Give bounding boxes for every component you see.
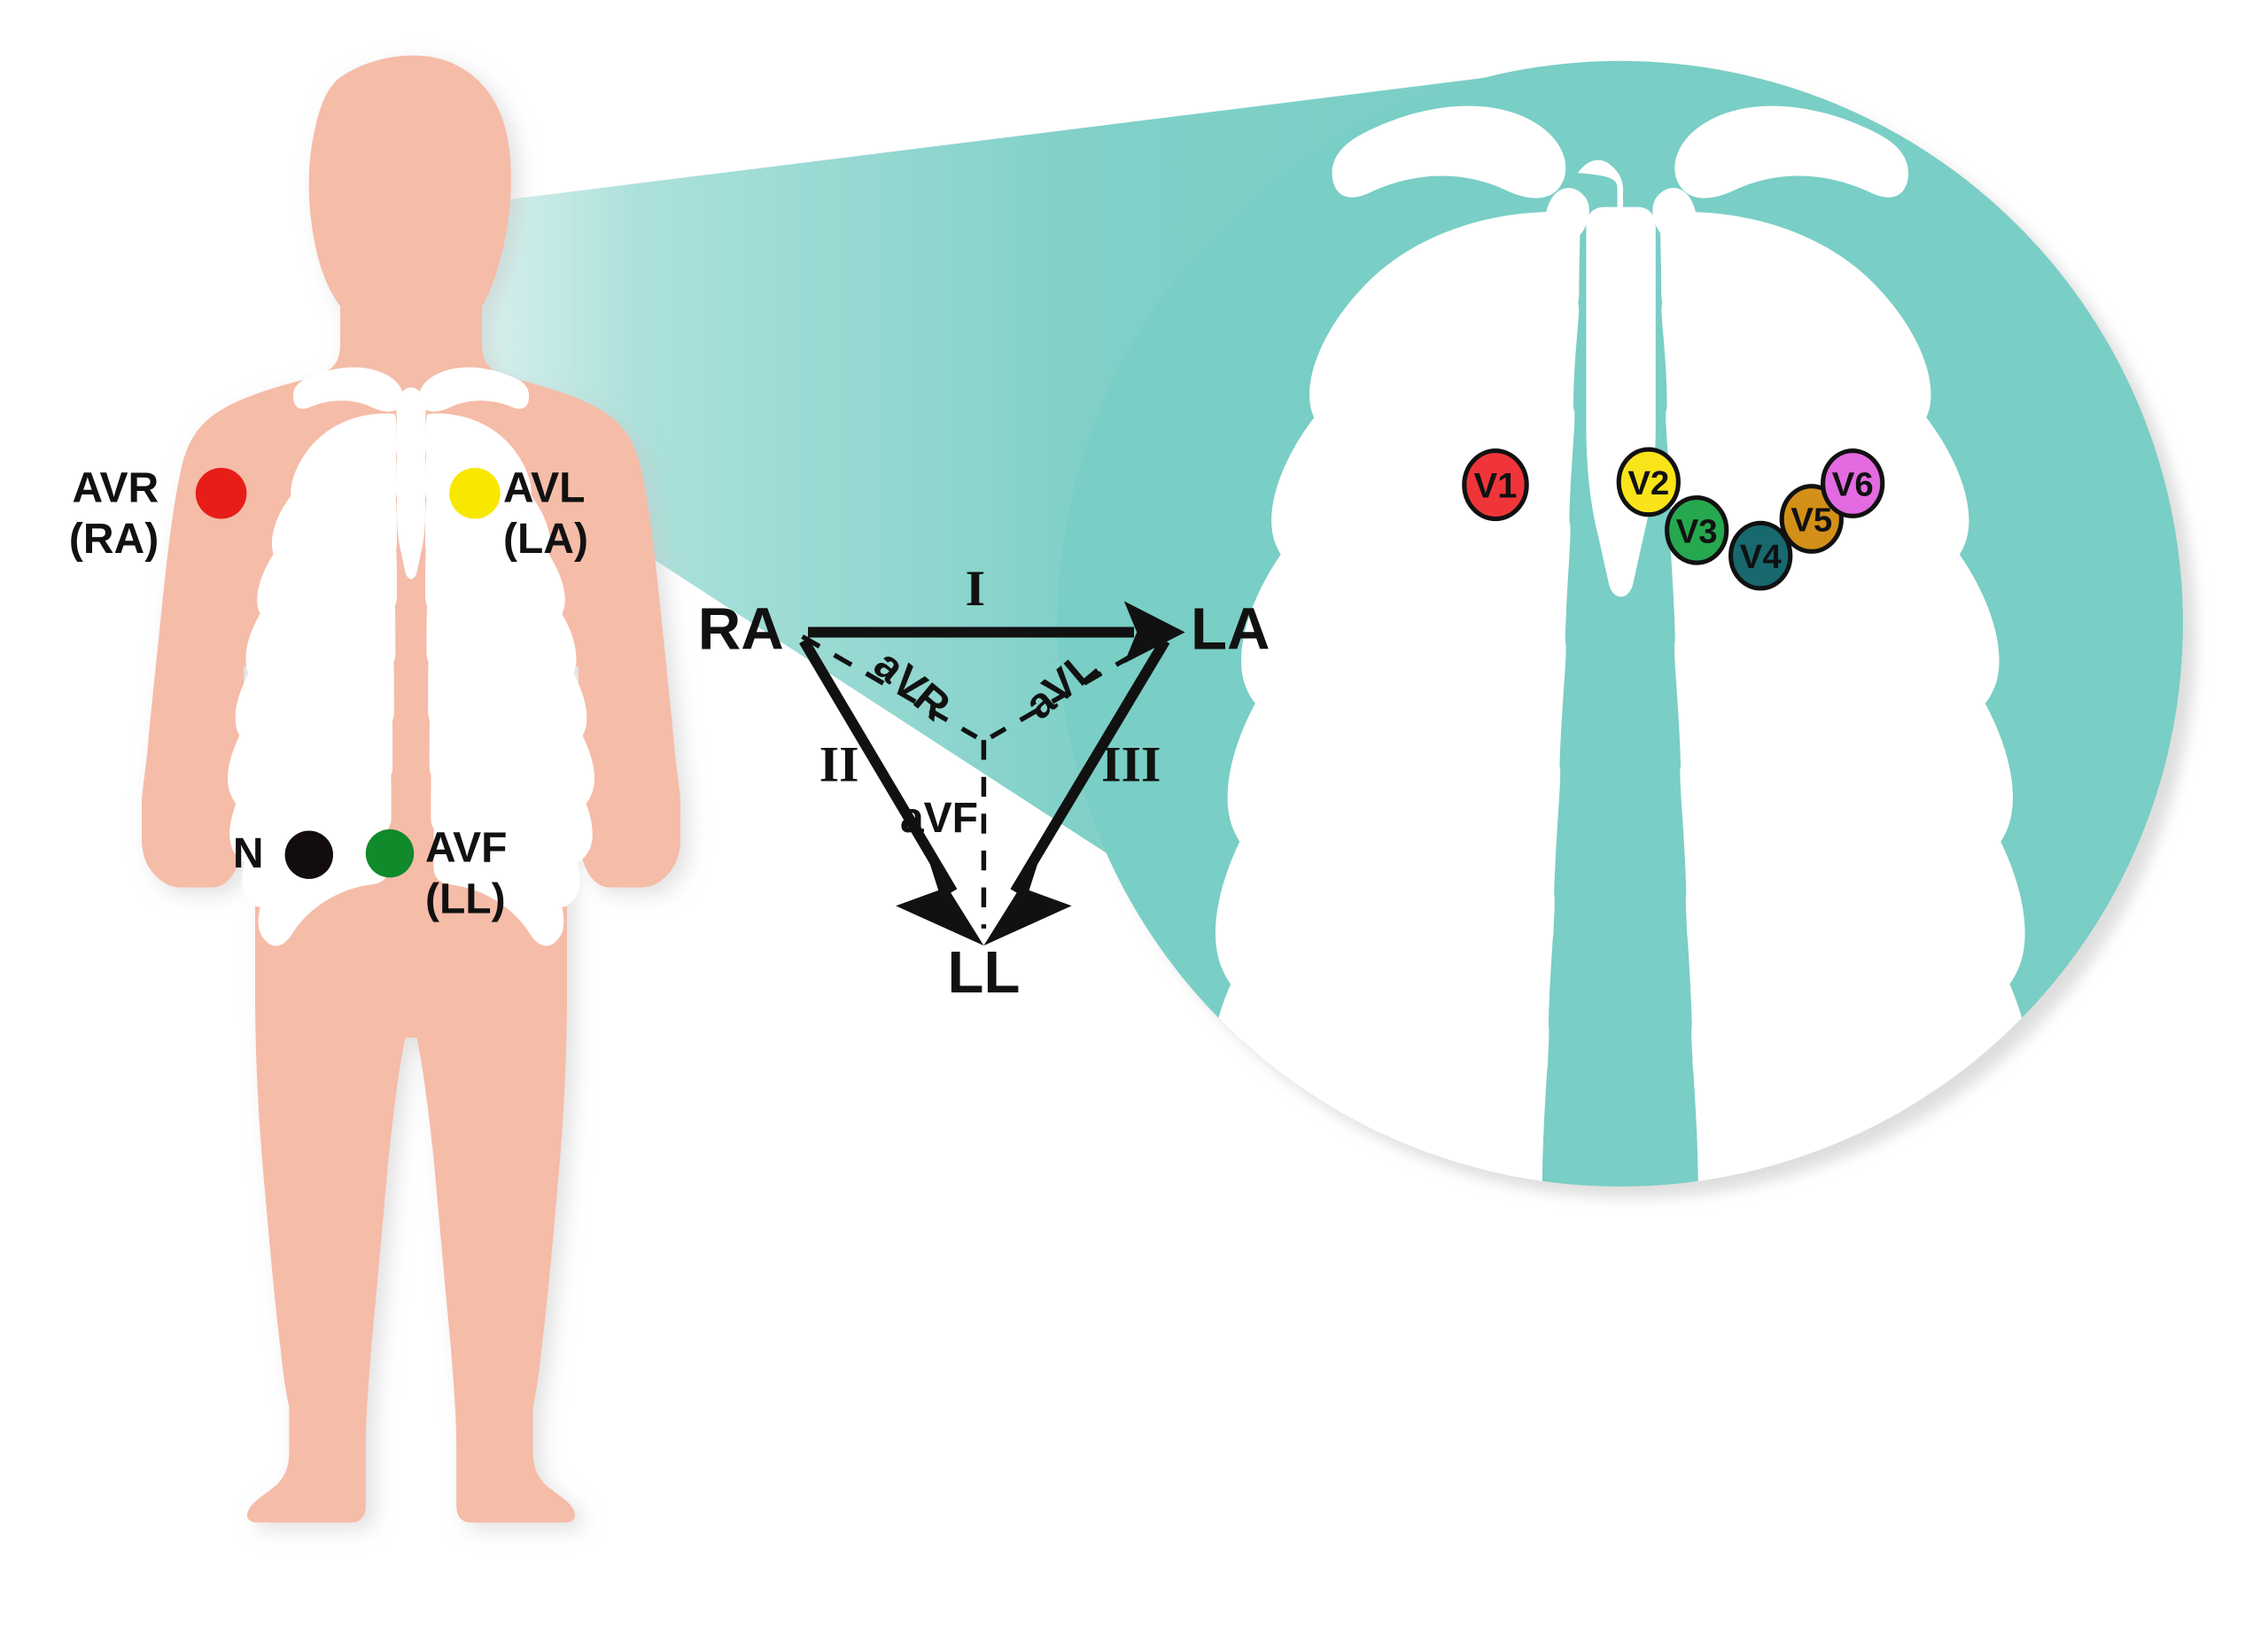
lead-i-label: I [966,561,985,617]
electrode-v1[interactable]: V1 [1462,448,1529,522]
lead-i-vector [808,601,1185,664]
electrode-v4[interactable]: V4 [1728,520,1793,591]
electrode-v3[interactable]: V3 [1665,494,1729,565]
electrode-v1-label: V1 [1474,467,1518,506]
electrode-n[interactable] [284,830,333,879]
electrode-avr[interactable] [195,467,247,519]
electrode-avf-label-line2: (LL) [425,875,506,922]
body-ribcage [228,367,594,946]
vertex-la-label: LA [1191,596,1270,663]
electrode-avf-label-line1: AVF [425,825,507,872]
electrode-avf[interactable] [365,829,415,878]
electrode-v4-label: V4 [1740,538,1783,576]
vertex-ra-label: RA [698,596,784,663]
electrode-v5-label: V5 [1790,502,1832,540]
electrode-avl-label-line1: AVL [503,464,585,511]
electrode-avl[interactable] [449,467,501,519]
electrode-v6-label: V6 [1832,466,1874,504]
einthoven-triangle: I II III RA LA LL aVR aVL aVF [698,561,1270,1006]
electrode-avr-label-line2: (RA) [69,516,159,563]
precordial-electrode-group: V1 V2 V3 V4 V5 V6 [1462,447,1885,591]
electrode-v3-label: V3 [1676,512,1718,550]
lead-iii-label: III [1101,737,1161,793]
electrode-n-label: N [233,830,264,877]
lead-iii-vector [983,638,1170,946]
electrode-v2-label: V2 [1627,464,1669,502]
vertex-ll-label: LL [947,939,1020,1006]
electrode-avr-label-line1: AVR [72,464,159,511]
limb-electrode-group: AVR (RA) AVL (LA) N AVF (LL) [69,464,588,922]
electrode-v6[interactable]: V6 [1821,448,1885,518]
magnified-ribcage [1210,105,2031,1187]
electrode-v2[interactable]: V2 [1616,447,1681,517]
lead-ii-label: II [819,737,859,793]
electrode-avl-label-line2: (LA) [503,516,588,563]
avf-axis-label: aVF [900,795,978,842]
lead-ii-vector [799,638,984,946]
augmented-lead-axes [801,634,1167,929]
